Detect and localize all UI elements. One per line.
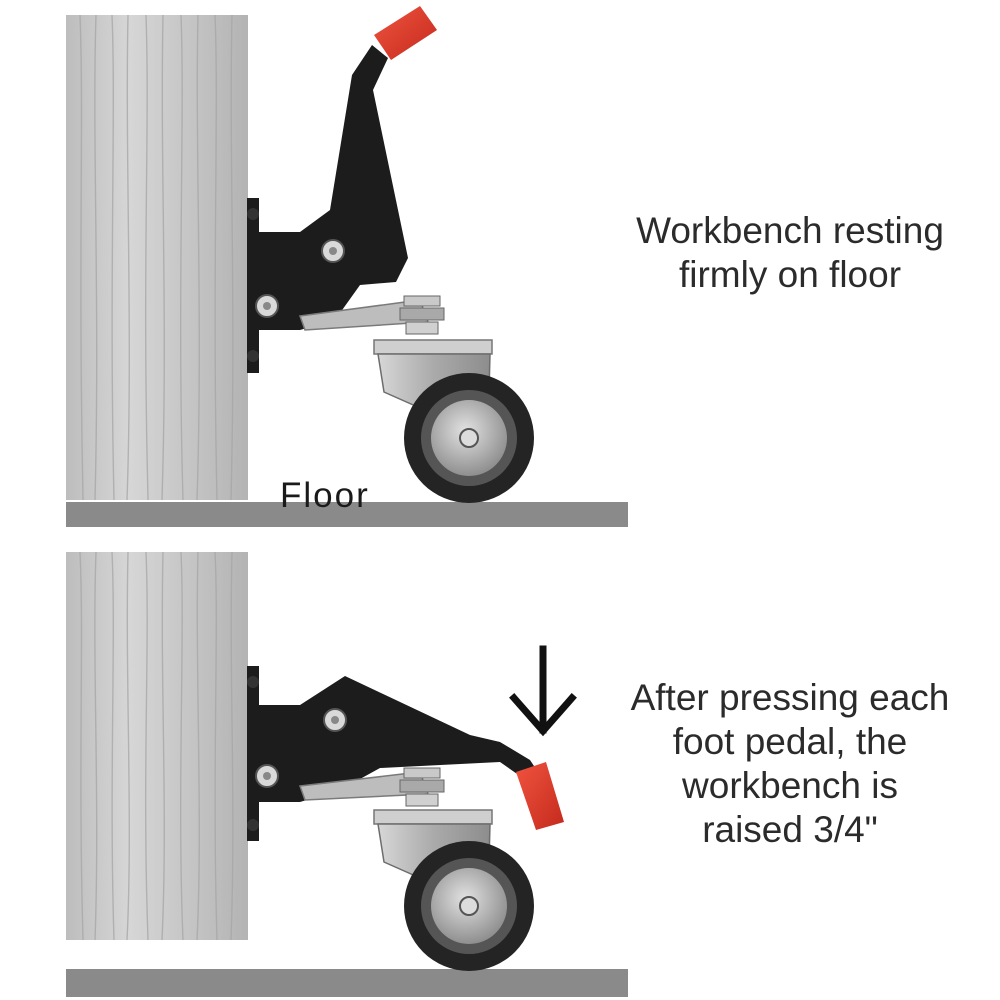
- bolt-icon: [255, 764, 279, 788]
- lever-bracket: [255, 45, 408, 330]
- caption-line: raised 3/4": [702, 809, 878, 850]
- caster-wheel: [373, 339, 534, 503]
- wood-grain: [79, 551, 234, 941]
- workbench-leg: [66, 552, 248, 940]
- workbench-leg: [66, 15, 248, 500]
- floor-bar: [66, 502, 628, 527]
- caption-line: Workbench resting: [636, 210, 944, 251]
- bolt-icon: [321, 239, 345, 263]
- caption-line: firmly on floor: [678, 254, 902, 295]
- pedal-cap: [374, 6, 437, 60]
- caption-line: After pressing each: [630, 677, 950, 718]
- arrow-down-icon: [509, 645, 577, 737]
- pedal-cap: [516, 762, 564, 830]
- wood-grain: [79, 14, 234, 501]
- lever-bracket: [255, 676, 538, 802]
- panel-resting: [66, 6, 628, 527]
- caption-raised: After pressing each foot pedal, the work…: [620, 676, 960, 852]
- bolt-icon: [255, 294, 279, 318]
- caster-wheel: [373, 809, 534, 971]
- caption-resting: Workbench resting firmly on floor: [620, 209, 960, 297]
- panel-raised: [66, 551, 628, 997]
- caption-line: foot pedal, the: [672, 721, 908, 762]
- floor-bar: [66, 969, 628, 997]
- floor-label: Floor: [280, 476, 370, 515]
- bolt-icon: [323, 708, 347, 732]
- caption-line: workbench is: [682, 765, 898, 806]
